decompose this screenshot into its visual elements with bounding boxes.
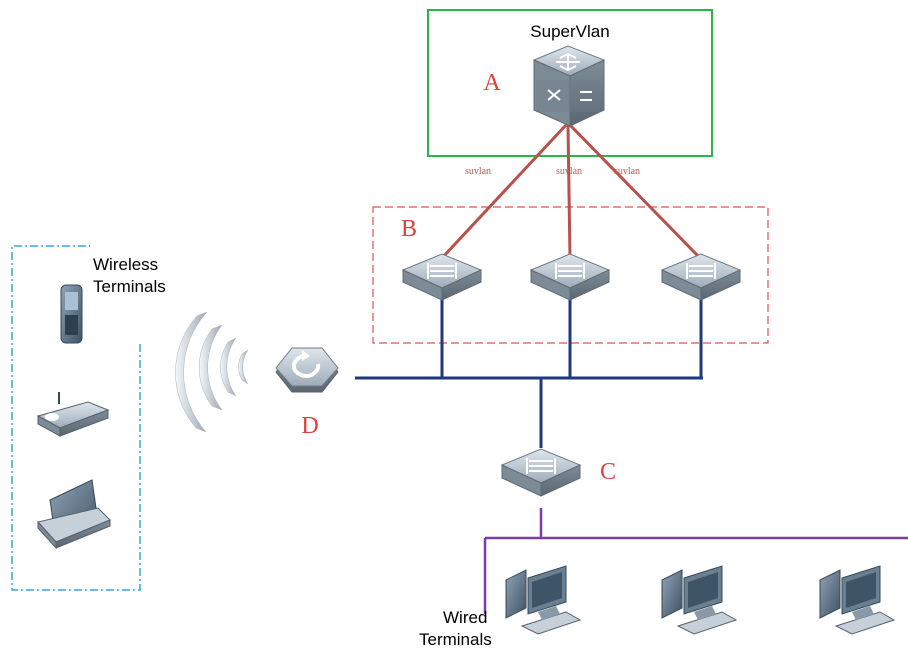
desktop-pc-2-icon [661,565,738,635]
laptop-icon [37,479,111,550]
backbone-links [355,290,703,448]
subvlan-switch-left-icon [401,253,483,301]
wired-access-switch-icon [500,448,582,497]
desktop-pc-1-icon [505,565,582,635]
subvlan-switch-middle-icon [529,253,611,301]
label-d: D [301,413,318,439]
wireless-terminals-label-line1: Wireless [93,255,158,274]
mobile-phone-icon [60,284,83,344]
link-label-left: suvlan [465,166,491,177]
wireless-terminals-region-box [11,245,141,591]
desktop-pc-3-icon [819,565,896,635]
supervlan-label: SuperVlan [530,22,609,41]
subvlan-switch-right-icon [660,253,742,301]
pda-icon [36,392,110,437]
wired-terminals-label-line2: Terminals [419,630,492,649]
label-a: A [483,70,501,96]
wireless-ap-icon [275,347,339,393]
label-c: C [600,459,616,485]
wired-links [483,508,908,614]
label-b: B [401,216,417,242]
uplink-right [568,123,702,260]
link-label-middle: suvlan [556,166,582,177]
uplink-left [440,123,568,260]
supervlan-uplinks [440,123,702,260]
uplink-middle [566,124,572,259]
wireless-signal-icon [175,311,249,433]
wired-terminals-label-line1: Wired [443,608,487,627]
link-label-right: suvlan [614,166,640,177]
supervlan-region-box [427,9,713,157]
supervlan-switch-icon [532,45,606,127]
wireless-terminals-label-line2: Terminals [93,277,166,296]
